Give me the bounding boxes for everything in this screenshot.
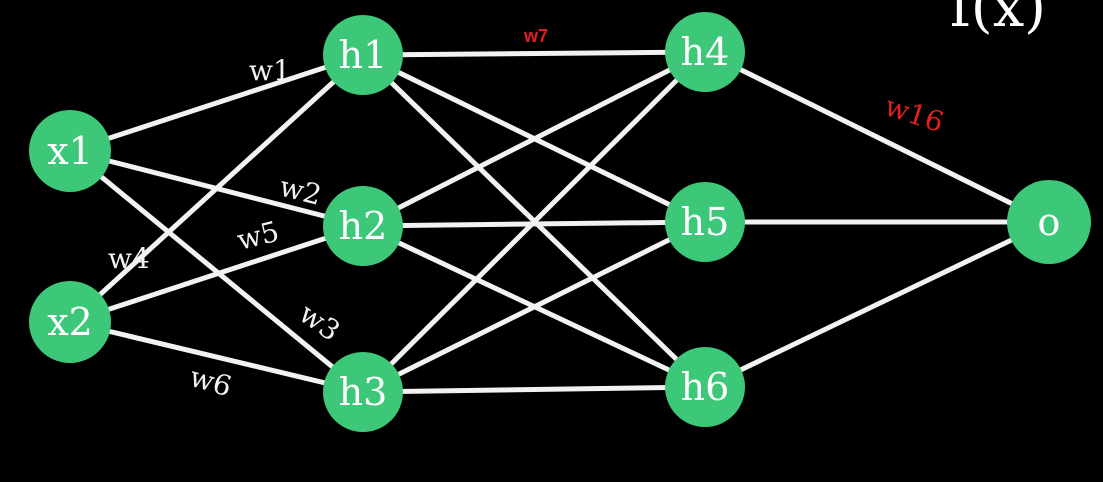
weight-label-w5: w5: [234, 215, 283, 257]
node-label-h5: h5: [681, 200, 730, 244]
node-circle-x2: [29, 281, 111, 363]
edges-layer: [67, 49, 1052, 395]
node-label-h4: h4: [681, 30, 730, 74]
node-circle-x1: [29, 110, 111, 192]
weight-label-w6: w6: [186, 360, 235, 403]
corner-function-text: f(x): [950, 0, 1046, 40]
edge-h4-o: [702, 49, 1052, 225]
node-label-h2: h2: [339, 204, 388, 248]
node-h6: h6: [665, 347, 745, 427]
node-label-x1: x1: [47, 129, 93, 173]
node-label-x2: x2: [47, 300, 93, 344]
node-circle-h4: [665, 12, 745, 92]
edge-x2-h2: [67, 223, 366, 325]
edge-x1-h1: [67, 52, 366, 154]
node-h2: h2: [323, 186, 403, 266]
weight-label-w1: w1: [249, 54, 291, 87]
node-x2: x2: [29, 281, 111, 363]
edge-h3-h4: [360, 49, 708, 395]
nodes-layer: x1 x2 h1 h2 h3 h4 h5 h6 o: [29, 12, 1091, 432]
edge-h3-h5: [360, 219, 708, 395]
node-label-o: o: [1038, 200, 1061, 244]
node-h5: h5: [665, 182, 745, 262]
edge-h2-h4: [360, 49, 708, 229]
node-label-h3: h3: [339, 370, 388, 414]
node-label-h6: h6: [681, 365, 730, 409]
node-h3: h3: [323, 352, 403, 432]
edge-h3-h6: [360, 384, 708, 395]
node-circle-o: [1007, 180, 1091, 264]
edge-x2-h1: [67, 52, 366, 325]
node-circle-h2: [323, 186, 403, 266]
node-x1: x1: [29, 110, 111, 192]
node-h1: h1: [323, 15, 403, 95]
weight-label-w7: w7: [523, 26, 548, 46]
node-label-h1: h1: [339, 33, 388, 77]
edge-h1-h4: [360, 49, 708, 58]
weight-label-w4: w4: [108, 242, 150, 275]
node-h4: h4: [665, 12, 745, 92]
node-o: o: [1007, 180, 1091, 264]
node-circle-h5: [665, 182, 745, 262]
node-circle-h6: [665, 347, 745, 427]
weight-label-w16: w16: [881, 89, 948, 139]
edge-x2-h3: [67, 319, 366, 395]
node-circle-h1: [323, 15, 403, 95]
node-circle-h3: [323, 352, 403, 432]
edge-h6-o: [702, 219, 1052, 390]
